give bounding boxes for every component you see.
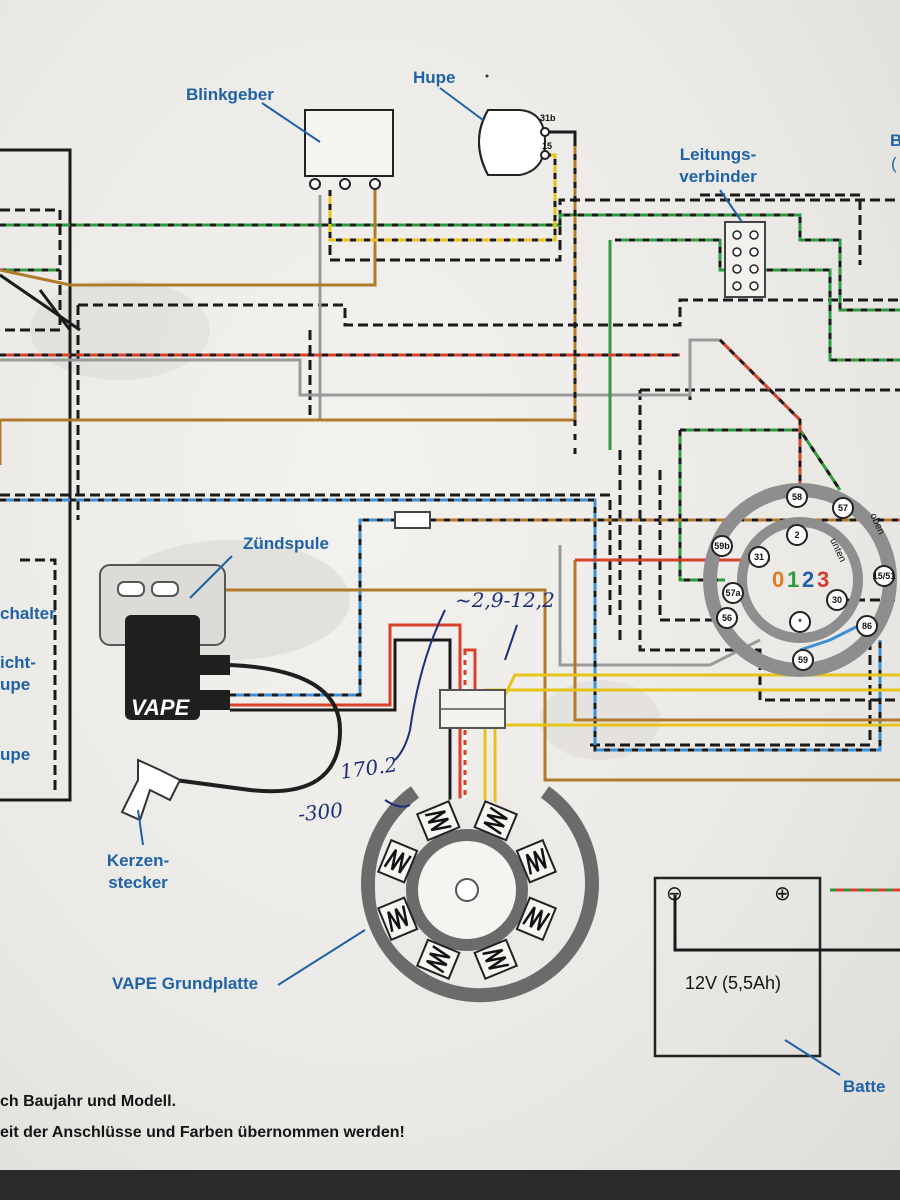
handwritten-strokes	[384, 609, 518, 808]
switch-position-2: 2	[802, 567, 814, 592]
stator-coil	[473, 938, 519, 981]
battery-unit	[653, 876, 900, 1076]
label-left-schalter: chalter	[0, 604, 56, 623]
label-left-licht: icht-	[0, 653, 36, 672]
stator-coil	[376, 896, 419, 942]
label-right-edge-paren: (	[891, 154, 897, 173]
resistor	[394, 511, 431, 529]
battery-spec: 12V (5,5Ah)	[685, 973, 782, 993]
stator-coil	[376, 838, 419, 884]
label-kerzen-line1: Kerzen-	[106, 851, 170, 870]
label-leitungs-line2: verbinder	[679, 167, 757, 186]
switch-pin-57a: 57a	[722, 582, 744, 604]
spark-plug-lead	[120, 663, 343, 846]
switch-pin-label: 2	[794, 530, 799, 540]
stator-plate	[361, 786, 599, 1003]
stator-coil	[515, 896, 558, 942]
switch-pin-label: 59	[798, 655, 808, 665]
switch-pin-label: 56	[722, 613, 732, 623]
switch-pin--: *	[789, 611, 811, 633]
switch-pin-31: 31	[748, 546, 770, 568]
label-right-edge-b: B	[890, 131, 900, 150]
switch-pin-label: 57	[838, 503, 848, 513]
switch-pin-label: 31	[754, 552, 764, 562]
brown-wires	[0, 140, 900, 782]
switch-pin-label: 30	[832, 595, 842, 605]
switch-pin-label: *	[798, 617, 802, 627]
label-leitungs-line1: Leitungs-	[679, 145, 757, 164]
handwritten-upper: ~2,9-12,2	[455, 588, 555, 612]
switch-pin-56: 56	[716, 607, 738, 629]
switch-pin-label: 15/51	[873, 571, 896, 581]
switch-position-0: 0	[772, 567, 784, 592]
switch-pin-58: 58	[786, 486, 808, 508]
horn-unit: 31b 15	[439, 74, 577, 176]
label-zuendspule: Zündspule	[243, 534, 329, 553]
battery-plus-terminal: ⊕	[774, 881, 791, 905]
stator-coil	[415, 938, 461, 981]
stator-connector	[439, 689, 506, 729]
label-leitungsverbinder: Leitungs- verbinder	[668, 144, 768, 188]
switch-pin-label: 86	[862, 621, 872, 631]
ignition-coil	[99, 555, 233, 720]
switch-pin-59b: 59b	[711, 535, 733, 557]
footer-line-1: ch Baujahr und Modell.	[0, 1093, 177, 1110]
label-batterie: Batte	[843, 1077, 886, 1096]
switch-pin-label: 59b	[714, 541, 730, 551]
switch-pin-30: 30	[826, 589, 848, 611]
switch-position-1: 1	[787, 567, 799, 592]
switch-pin-label: 58	[792, 492, 802, 502]
switch-pin-57: 57	[832, 497, 854, 519]
label-kerzen-line2: stecker	[108, 873, 168, 892]
stator-coil	[415, 799, 461, 842]
blinkgeber-unit	[261, 102, 394, 190]
battery-minus-terminal: ⊖	[666, 881, 683, 905]
switch-pin-59: 59	[792, 649, 814, 671]
label-left-hupe-b: upe	[0, 745, 31, 764]
switch-pin-15-51: 15/51	[873, 565, 896, 587]
footer-line-2: eit der Anschlüsse und Farben übernommen…	[0, 1124, 405, 1141]
label-hupe: Hupe	[413, 68, 456, 87]
label-kerzenstecker: Kerzen- stecker	[98, 850, 178, 894]
stator-windings	[376, 799, 558, 981]
switch-pin-86: 86	[856, 615, 878, 637]
horn-terminal-15: 15	[542, 141, 552, 151]
red-wires	[0, 338, 900, 892]
ignition-switch	[703, 483, 897, 677]
stator-coil	[473, 799, 519, 842]
switch-pin-2: 2	[786, 524, 808, 546]
handwritten-lower-2: -300	[296, 797, 345, 827]
coil-brand-text: VAPE	[131, 695, 191, 720]
leitungsverbinder-unit	[719, 189, 766, 298]
label-left-hupe-a: upe	[0, 675, 31, 694]
bottom-edge	[0, 1170, 900, 1200]
switch-pin-label: 57a	[725, 588, 741, 598]
blue-wires	[0, 498, 882, 752]
stator-coil	[515, 838, 558, 884]
switch-position-3: 3	[817, 567, 829, 592]
horn-terminal-31b: 31b	[540, 113, 556, 123]
label-vape-grundplatte: VAPE Grundplatte	[112, 974, 259, 993]
label-blinkgeber: Blinkgeber	[186, 85, 274, 104]
